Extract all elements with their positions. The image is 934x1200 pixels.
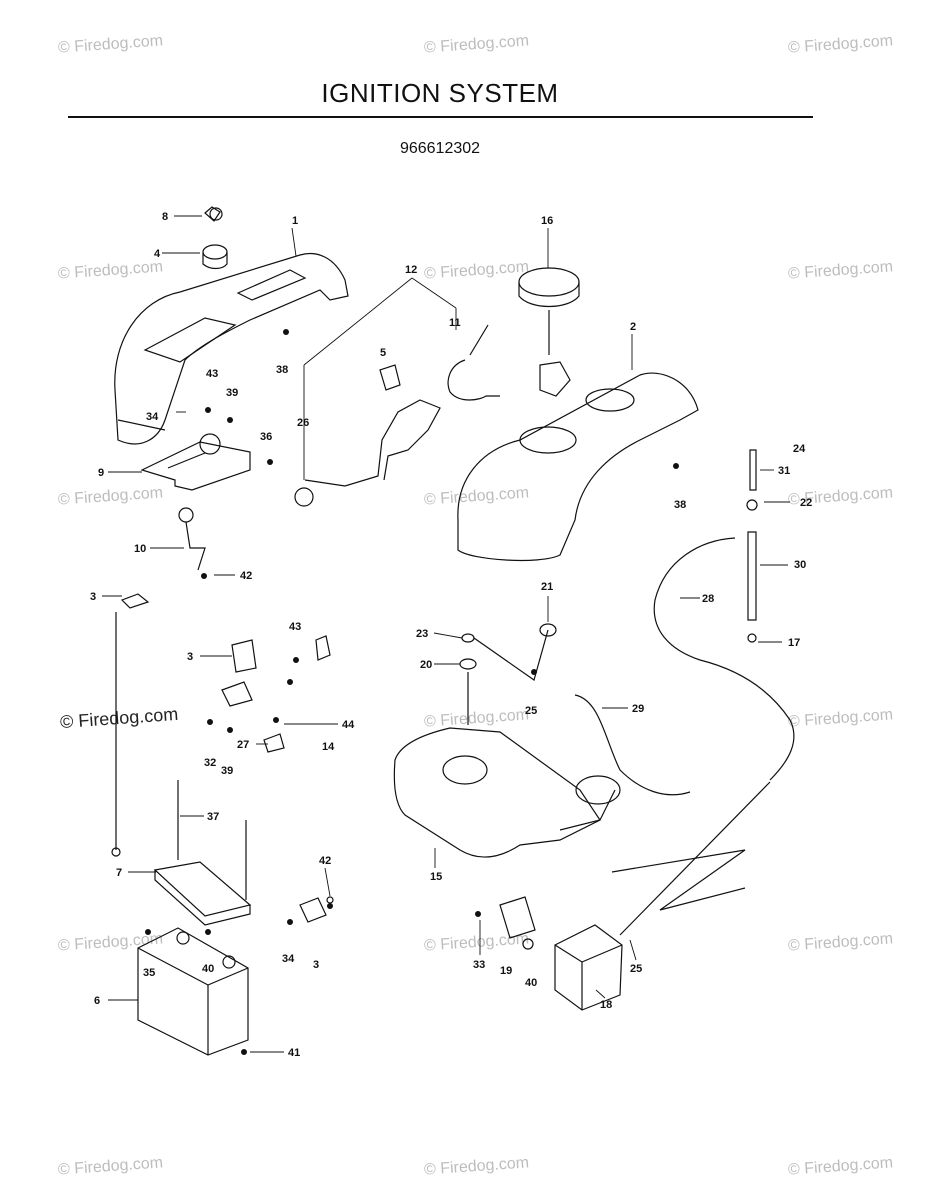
callout-24: 24	[793, 443, 806, 455]
ignition-switch-part	[202, 244, 228, 270]
callout-34: 34	[282, 953, 295, 965]
battery-bolt-part	[177, 780, 247, 900]
charcoal-canister-part	[554, 924, 623, 1011]
callout-22: 22	[800, 497, 812, 509]
callout-43: 43	[289, 621, 301, 633]
title-divider	[68, 116, 813, 118]
callout-10: 10	[134, 543, 146, 555]
callout-35: 35	[143, 967, 155, 979]
callout-37: 37	[207, 811, 219, 823]
callout-3: 3	[90, 591, 96, 603]
callout-31: 31	[778, 465, 790, 477]
callout-44: 44	[342, 719, 355, 731]
fuel-line-part	[574, 694, 691, 796]
callout-30: 30	[794, 559, 806, 571]
grommet-part	[473, 623, 557, 681]
callout-42: 42	[319, 855, 331, 867]
callout-6: 6	[94, 995, 100, 1007]
vapor-bracket-part	[499, 896, 536, 950]
callout-38: 38	[674, 499, 686, 511]
callout-26: 26	[297, 417, 309, 429]
callout-43: 43	[206, 368, 218, 380]
callout-23: 23	[416, 628, 428, 640]
callout-42: 42	[240, 570, 252, 582]
callout-9: 9	[98, 467, 104, 479]
callout-40: 40	[202, 963, 214, 975]
callout-8: 8	[162, 211, 168, 223]
callout-18: 18	[600, 999, 612, 1011]
callout-3: 3	[313, 959, 319, 971]
part-number: 966612302	[399, 140, 481, 157]
battery-tray-part	[153, 861, 252, 926]
bracket-part	[140, 433, 251, 491]
break-line	[611, 781, 771, 936]
callout-15: 15	[430, 871, 442, 883]
callout-21: 21	[541, 581, 553, 593]
console-cover-part	[114, 253, 349, 445]
callout-40: 40	[525, 977, 537, 989]
callout-12: 12	[405, 264, 417, 276]
callout-5: 5	[380, 347, 386, 359]
callout-20: 20	[420, 659, 432, 671]
callout-34: 34	[146, 411, 159, 423]
battery-part	[137, 927, 249, 1056]
fuel-cap-part	[518, 267, 580, 397]
callout-29: 29	[632, 703, 644, 715]
callout-39: 39	[221, 765, 233, 777]
fuel-hose-part	[653, 537, 795, 781]
callout-25: 25	[630, 963, 642, 975]
terminal-part	[299, 896, 334, 923]
callout-1: 1	[292, 215, 298, 227]
callout-19: 19	[500, 965, 512, 977]
callout-33: 33	[473, 959, 485, 971]
callout-36: 36	[260, 431, 272, 443]
tank-cover-part	[457, 372, 699, 562]
callout-14: 14	[322, 741, 335, 753]
fuel-filter-part	[746, 449, 758, 643]
callout-7: 7	[116, 867, 122, 879]
callout-41: 41	[288, 1047, 300, 1059]
callout-39: 39	[226, 387, 238, 399]
throttle-control-part	[294, 364, 441, 507]
fuel-tank-part	[393, 727, 621, 858]
choke-lever-part	[178, 507, 206, 571]
callout-3: 3	[187, 651, 193, 663]
callout-16: 16	[541, 215, 553, 227]
page-title: IGNITION SYSTEM	[321, 78, 559, 108]
callout-27: 27	[237, 739, 249, 751]
callout-28: 28	[702, 593, 714, 605]
callout-4: 4	[154, 248, 161, 260]
callout-38: 38	[276, 364, 288, 376]
callout-2: 2	[630, 321, 636, 333]
callout-32: 32	[204, 757, 216, 769]
spring-cable-part	[447, 324, 500, 401]
callout-25: 25	[525, 705, 537, 717]
fuel-valve-part	[459, 633, 477, 725]
solenoid-part	[221, 635, 331, 753]
callout-11: 11	[449, 317, 461, 329]
callout-17: 17	[788, 637, 800, 649]
battery-cable-part	[111, 593, 150, 857]
key-part	[204, 206, 223, 222]
